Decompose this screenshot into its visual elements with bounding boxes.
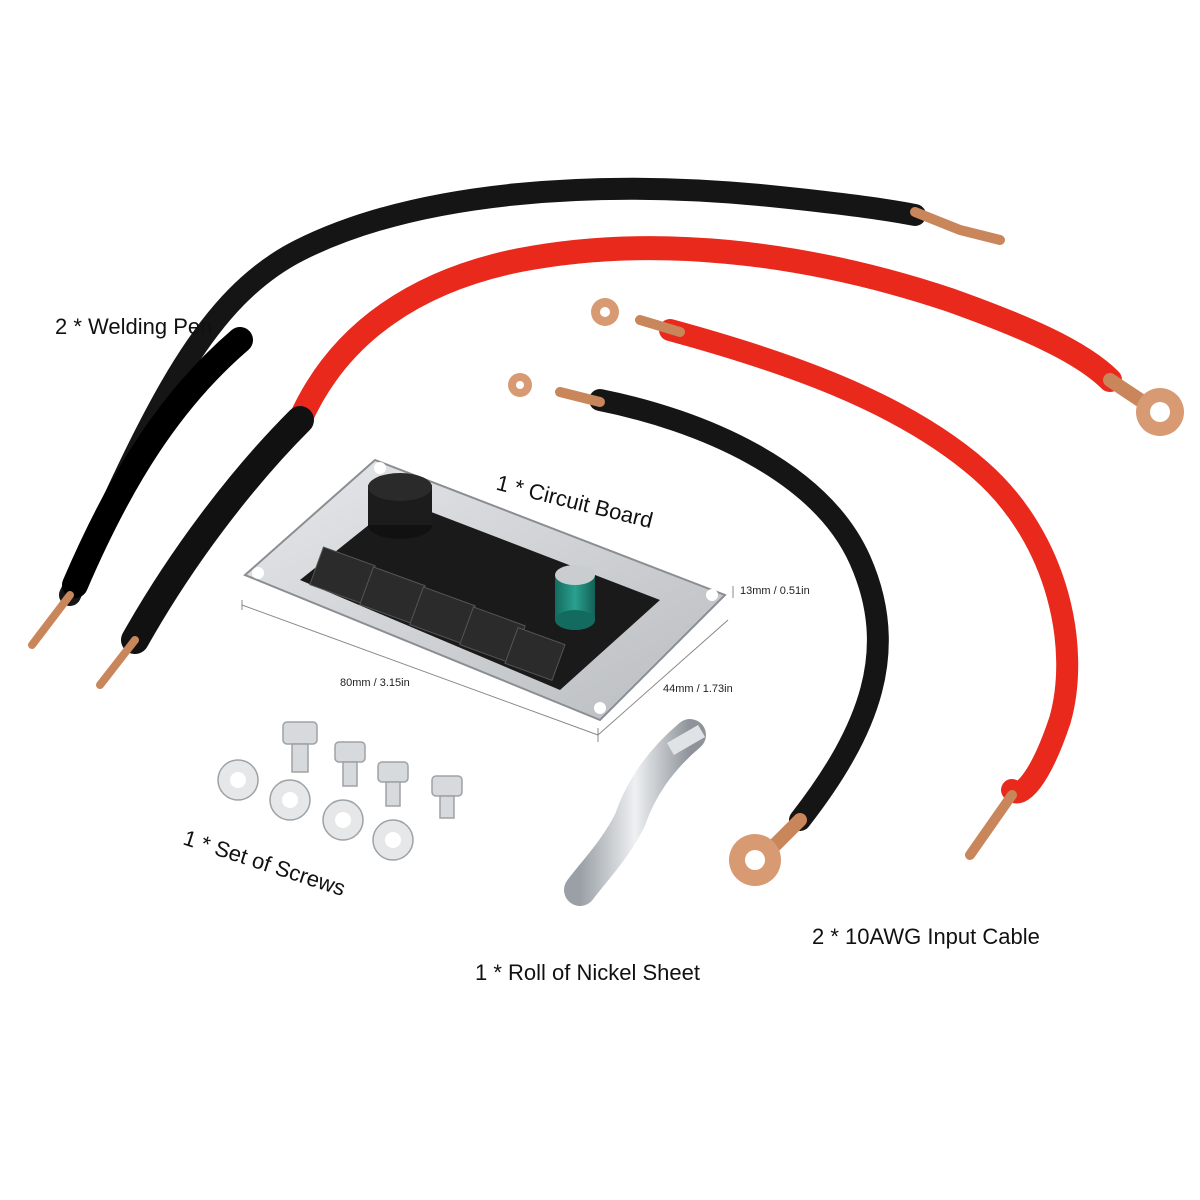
nickel-sheet-label: 1 * Roll of Nickel Sheet [475,960,700,985]
input-cable-black [508,373,889,886]
welding-pen-red [96,236,1184,689]
input-cable-label: 2 * 10AWG Input Cable [812,924,1040,949]
input-cable-red [591,298,1079,860]
welding-pen-black [28,177,1005,649]
dimension-length: 80mm / 3.15in [340,677,410,689]
dimension-lines [241,586,734,742]
circuit-board [243,458,727,722]
welding-pen-label: 2 * Welding Pen [55,314,213,339]
nickel-sheet-roll [564,719,706,906]
screw-set [217,721,463,861]
dimension-height: 13mm / 0.51in [740,585,810,597]
dimension-width: 44mm / 1.73in [663,683,733,695]
